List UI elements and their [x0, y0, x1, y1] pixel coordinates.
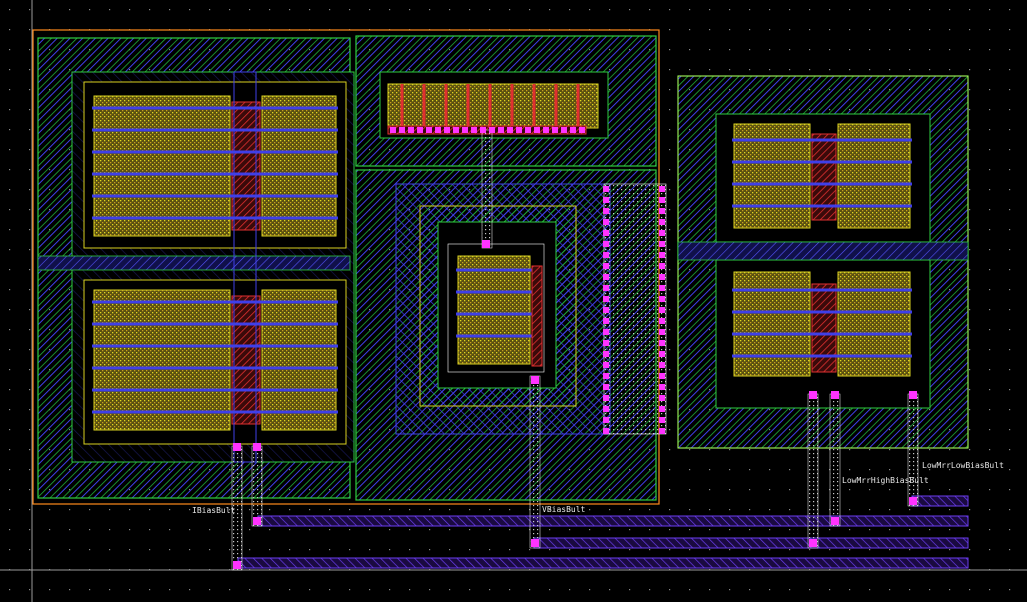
- via: [603, 318, 609, 324]
- via: [507, 127, 513, 133]
- via: [659, 186, 665, 192]
- ibias-pin-label: IBiasBult: [192, 506, 236, 515]
- vbias-pin-label: VBiasBult: [542, 505, 586, 514]
- via: [552, 127, 558, 133]
- via: [435, 127, 441, 133]
- via: [659, 307, 665, 313]
- via: [659, 329, 665, 335]
- via: [417, 127, 423, 133]
- via: [659, 208, 665, 214]
- via: [603, 296, 609, 302]
- via: [603, 351, 609, 357]
- via: [659, 351, 665, 357]
- via: [659, 395, 665, 401]
- routing-buses[interactable]: [231, 129, 969, 571]
- via: [603, 373, 609, 379]
- via: [444, 127, 450, 133]
- via: [659, 241, 665, 247]
- via: [659, 406, 665, 412]
- via-column-right: [659, 186, 665, 434]
- low-mirror-high-pin-label: LowMrrHighBiasBult: [842, 476, 929, 485]
- via: [659, 428, 665, 434]
- low-mirror-low-pin-label: LowMrrLowBiasBult: [922, 461, 1004, 470]
- via: [603, 406, 609, 412]
- via: [489, 127, 495, 133]
- via: [603, 274, 609, 280]
- middle-bias-block[interactable]: [355, 35, 667, 501]
- via-contacts: [233, 240, 917, 569]
- via: [659, 274, 665, 280]
- via: [659, 417, 665, 423]
- via: [399, 127, 405, 133]
- via: [603, 384, 609, 390]
- via: [603, 186, 609, 192]
- via: [471, 127, 477, 133]
- via: [543, 127, 549, 133]
- via: [603, 263, 609, 269]
- via: [390, 127, 396, 133]
- via: [516, 127, 522, 133]
- via: [603, 197, 609, 203]
- via: [659, 373, 665, 379]
- via: [480, 127, 486, 133]
- right-mirror-block[interactable]: [677, 75, 969, 449]
- via: [426, 127, 432, 133]
- via: [603, 208, 609, 214]
- via: [534, 127, 540, 133]
- via: [453, 127, 459, 133]
- via: [603, 219, 609, 225]
- via: [603, 395, 609, 401]
- via: [659, 296, 665, 302]
- via: [603, 230, 609, 236]
- via: [603, 307, 609, 313]
- via: [659, 219, 665, 225]
- via: [603, 252, 609, 258]
- via: [659, 318, 665, 324]
- via: [570, 127, 576, 133]
- via: [659, 384, 665, 390]
- via: [498, 127, 504, 133]
- via: [659, 230, 665, 236]
- via: [603, 285, 609, 291]
- via: [603, 428, 609, 434]
- via: [659, 362, 665, 368]
- left-mirror-block[interactable]: [37, 37, 355, 499]
- via: [659, 252, 665, 258]
- via: [462, 127, 468, 133]
- via-column-left: [603, 186, 609, 434]
- via: [603, 362, 609, 368]
- via: [603, 417, 609, 423]
- via: [659, 340, 665, 346]
- via-row-top: [390, 127, 585, 133]
- via: [408, 127, 414, 133]
- via: [603, 340, 609, 346]
- via: [603, 241, 609, 247]
- via: [659, 285, 665, 291]
- via: [561, 127, 567, 133]
- via: [603, 329, 609, 335]
- via: [525, 127, 531, 133]
- via: [659, 197, 665, 203]
- via: [659, 263, 665, 269]
- via: [579, 127, 585, 133]
